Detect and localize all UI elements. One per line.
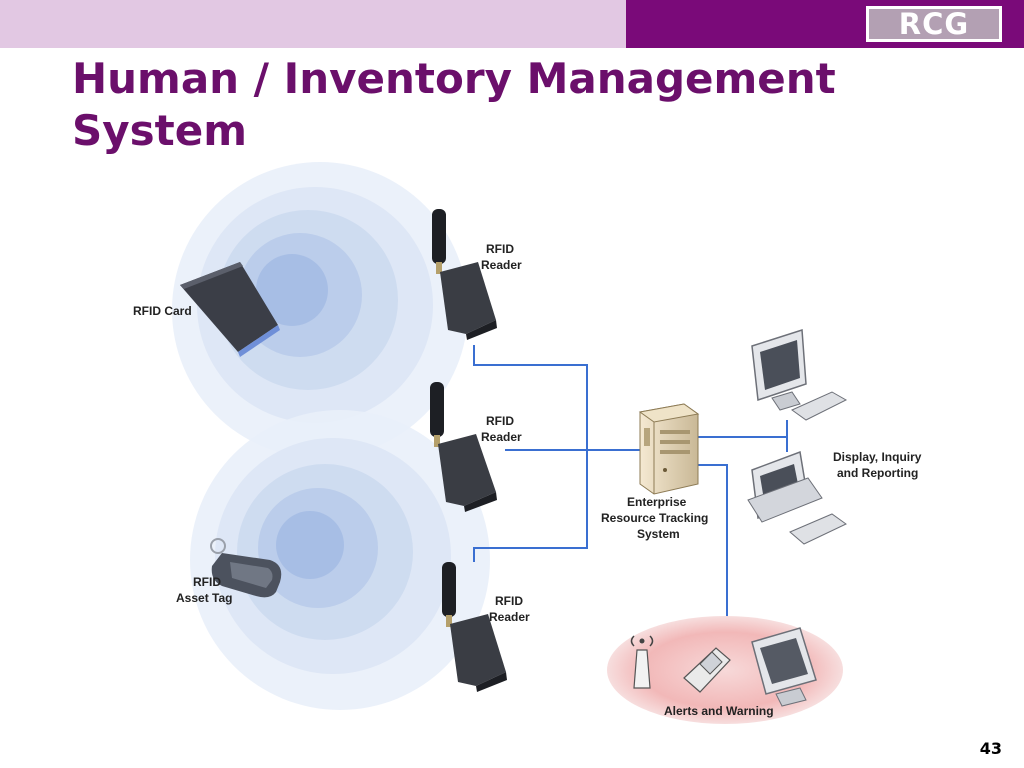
rfid-card-label: RFID Card <box>133 304 192 318</box>
asset-tag-label-line-1: RFID <box>193 575 221 589</box>
slide-title: Human / Inventory Management System <box>72 53 972 157</box>
reader-3-label-line-2: Reader <box>489 610 530 624</box>
upper-radio-waves <box>172 162 468 458</box>
page-number: 43 <box>979 739 1002 758</box>
rfid-reader-2-icon <box>430 382 497 512</box>
server-label-line-3: System <box>637 527 680 541</box>
alert-monitor-icon <box>751 627 817 707</box>
header-bar-light <box>0 0 626 48</box>
mobile-phone-icon <box>683 647 731 693</box>
reader-1-label-line-1: RFID <box>486 242 514 256</box>
workstation-icon <box>747 450 847 545</box>
reader-2-label-line-2: Reader <box>481 430 522 444</box>
alerts-label: Alerts and Warning <box>664 704 774 718</box>
title-line-2: System <box>72 106 247 155</box>
display-label-line-2: and Reporting <box>837 466 918 480</box>
display-label-line-1: Display, Inquiry <box>833 450 922 464</box>
wireless-beacon-icon <box>630 635 654 689</box>
rfid-reader-1-icon <box>432 209 497 340</box>
network-connectors <box>473 345 788 625</box>
reader-1-label-line-2: Reader <box>481 258 522 272</box>
rfid-reader-3-icon <box>442 562 507 692</box>
enterprise-server-icon <box>638 403 700 495</box>
reader-2-label-line-1: RFID <box>486 414 514 428</box>
display-monitor-icon <box>751 328 848 421</box>
asset-tag-label-line-2: Asset Tag <box>176 591 232 605</box>
reader-3-label-line-1: RFID <box>495 594 523 608</box>
logo-text: RCG <box>869 9 999 39</box>
server-label-line-1: Enterprise <box>627 495 687 509</box>
title-line-1: Human / Inventory Management <box>72 54 836 103</box>
server-label-line-2: Resource Tracking <box>601 511 708 525</box>
rfid-asset-tag-icon <box>210 538 282 598</box>
rfid-card-icon <box>180 262 280 357</box>
lower-radio-waves <box>190 410 490 710</box>
rcg-logo: RCG <box>864 4 1004 44</box>
rfid-system-diagram: RFID Card RFID Asset Tag RFID Reader RFI… <box>133 162 922 724</box>
